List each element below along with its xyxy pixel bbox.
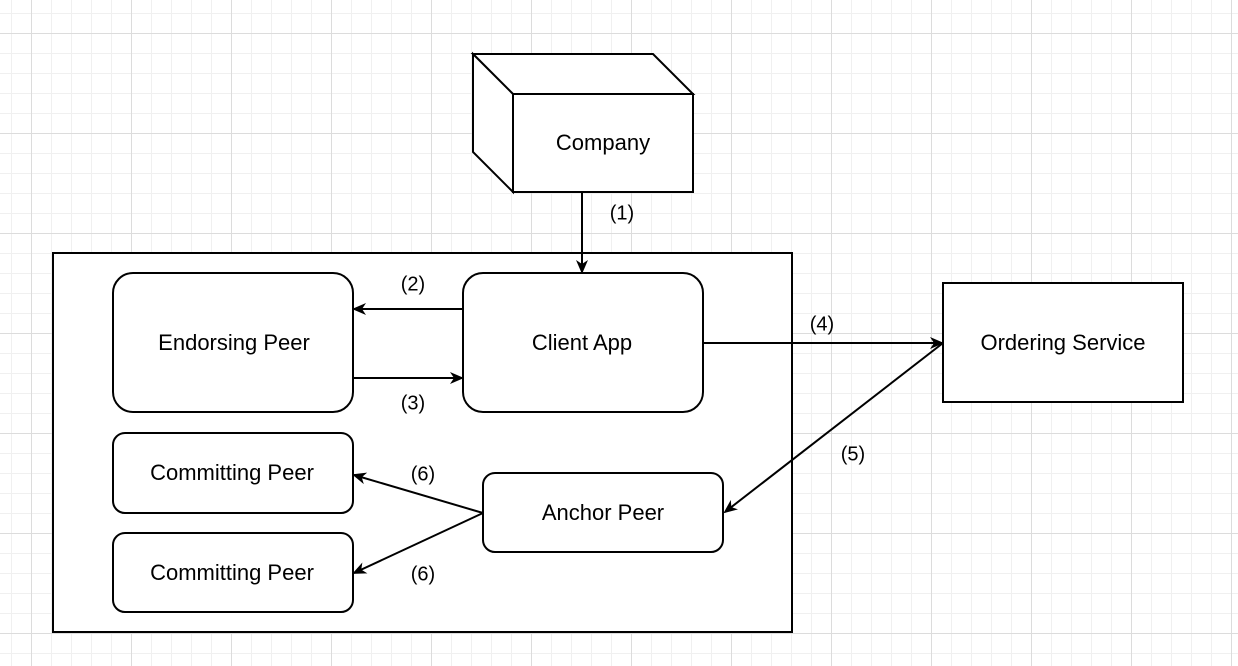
edge-label-6a: (6) [411,463,435,485]
edge-label-1: (1) [610,202,634,224]
committing-peer-node-2[interactable]: Committing Peer [112,532,354,613]
committing-peer-label-1: Committing Peer [150,460,314,485]
ordering-service-node[interactable]: Ordering Service [942,282,1184,403]
client-app-label: Client App [532,330,632,355]
edge-anchor-peer-to-committing-peer-2 [352,512,484,574]
edge-label-2: (2) [401,273,425,295]
company-node[interactable]: Company [470,51,696,195]
edge-ordering-service-to-anchor-peer [723,342,944,514]
edge-anchor-peer-to-committing-peer-1 [352,472,484,514]
client-app-node[interactable]: Client App [462,272,704,413]
endorsing-peer-label: Endorsing Peer [158,330,310,355]
edge-label-3: (3) [401,392,425,414]
ordering-service-label: Ordering Service [980,330,1145,355]
edge-label-4: (4) [810,313,834,335]
edge-label-6b: (6) [411,563,435,585]
committing-peer-label-2: Committing Peer [150,560,314,585]
endorsing-peer-node[interactable]: Endorsing Peer [112,272,354,413]
anchor-peer-label: Anchor Peer [542,500,664,525]
company-label: Company [556,130,650,155]
edge-label-5: (5) [841,443,865,465]
anchor-peer-node[interactable]: Anchor Peer [482,472,724,553]
committing-peer-node-1[interactable]: Committing Peer [112,432,354,514]
